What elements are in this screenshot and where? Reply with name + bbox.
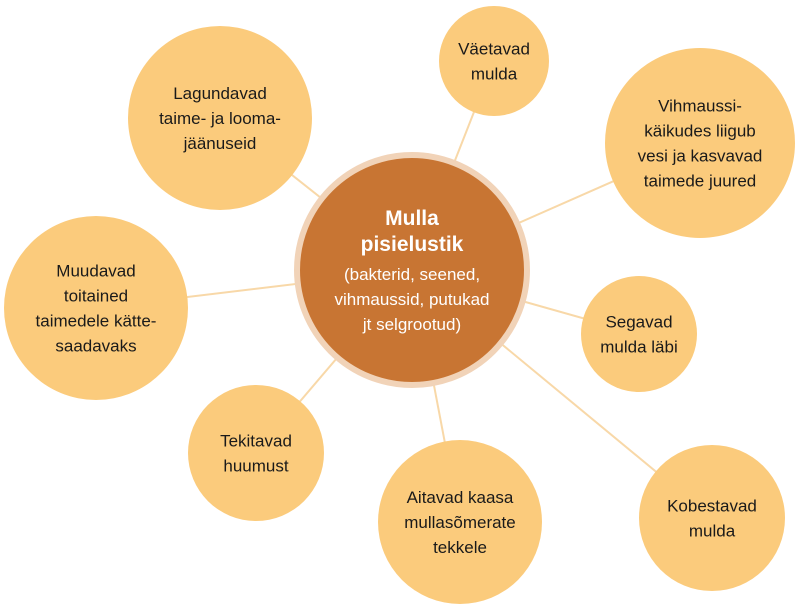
node-label-line: taimede juured — [644, 172, 756, 191]
node-label-line: tekkele — [433, 538, 487, 557]
node-label-line: Tekitavad — [220, 432, 292, 451]
node-circle — [378, 440, 542, 604]
node-aitavad: Aitavad kaasa mullasõmerate tekkele — [378, 440, 542, 604]
node-circle — [128, 26, 312, 210]
node-label-line: huumust — [223, 457, 288, 476]
center-subtitle-line: vihmaussid, putukad — [335, 290, 490, 309]
node-circle — [639, 445, 785, 591]
center-title-line: pisielustik — [361, 233, 464, 256]
node-label-line: mullasõmerate — [404, 513, 516, 532]
node-segavad: Segavad mulda läbi — [581, 276, 697, 392]
node-vaetavad: Väetavad mulda — [439, 6, 549, 116]
center-circle — [294, 152, 530, 388]
node-label-line: saadavaks — [55, 337, 136, 356]
node-kobestavad: Kobestavad mulda — [639, 445, 785, 591]
node-label-line: vesi ja kasvavad — [638, 147, 763, 166]
center-subtitle-line: (bakterid, seened, — [344, 265, 480, 284]
node-label-line: Vihmaussi- — [658, 97, 742, 116]
node-label-line: mulda läbi — [600, 338, 678, 357]
node-label-line: taime- ja looma- — [159, 109, 281, 128]
node-label-line: jäänuseid — [183, 134, 257, 153]
node-circle — [188, 385, 324, 521]
node-muudavad: Muudavad toitained taimedele kätte-saadava… — [4, 216, 188, 400]
node-circle — [605, 48, 795, 238]
node-vihmaussi: Vihmaussi-käikudes liigub vesi ja kasvava… — [605, 48, 795, 238]
node-circle — [4, 216, 188, 400]
node-label-line: taimedele kätte- — [36, 312, 157, 331]
center-title-line: Mulla — [385, 207, 439, 230]
node-lagundavad: Lagundavad taime- ja looma-jäänuseid — [128, 26, 312, 210]
node-circle — [439, 6, 549, 116]
node-label-line: Kobestavad — [667, 497, 757, 516]
center-subtitle-line: jt selgrootud) — [362, 315, 461, 334]
node-label-line: käikudes liigub — [644, 122, 756, 141]
node-label-line: Segavad — [605, 313, 672, 332]
node-circle — [581, 276, 697, 392]
node-label-line: Lagundavad — [173, 84, 267, 103]
node-label-line: Muudavad — [56, 262, 135, 281]
node-label-line: mulda — [471, 65, 518, 84]
node-label-line: mulda — [689, 522, 736, 541]
center-node: Mulla pisielustik (bakterid, seened, vih… — [294, 152, 530, 388]
node-label-line: toitained — [64, 287, 128, 306]
node-label-line: Väetavad — [458, 40, 530, 59]
node-label-line: Aitavad kaasa — [407, 488, 514, 507]
node-tekitavad: Tekitavad huumust — [188, 385, 324, 521]
